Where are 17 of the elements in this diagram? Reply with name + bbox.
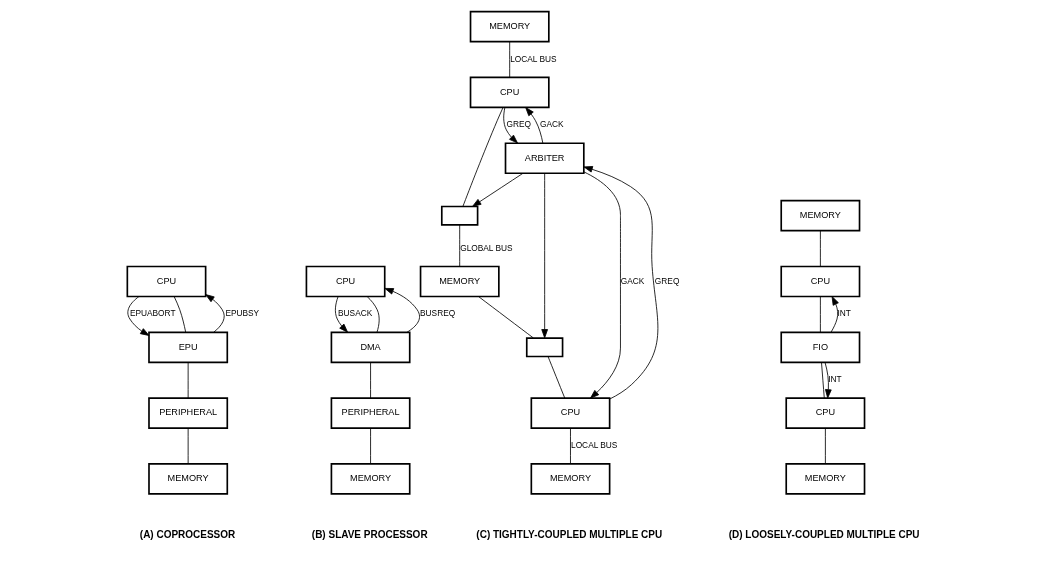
edge-label: GACK [539, 119, 564, 130]
edge-label: BUSACK [337, 308, 372, 319]
edge-label: GLOBAL BUS [459, 242, 513, 253]
edge-label: EPUBSY [224, 308, 259, 319]
edge-label: EPUABORT [129, 308, 176, 319]
label: (D) LOOSELY-COUPLED MULTIPLE CPU [728, 529, 920, 541]
edge-label: LOCAL BUS [509, 53, 557, 64]
edge-label: GACK [620, 275, 644, 286]
label: (B) SLAVE PROCESSOR [311, 529, 428, 541]
edge-label: INT [836, 308, 851, 319]
edge-label: LOCAL BUS [570, 440, 617, 451]
label: (C) TIGHTLY-COUPLED MULTIPLE CPU [475, 529, 662, 541]
edge-label: GREQ [654, 275, 679, 286]
label: (A) COPROCESSOR [139, 529, 235, 541]
edge-label: INT [827, 374, 842, 385]
edge-label: BUSREQ [419, 308, 455, 319]
edge-label: GREQ [506, 119, 531, 130]
